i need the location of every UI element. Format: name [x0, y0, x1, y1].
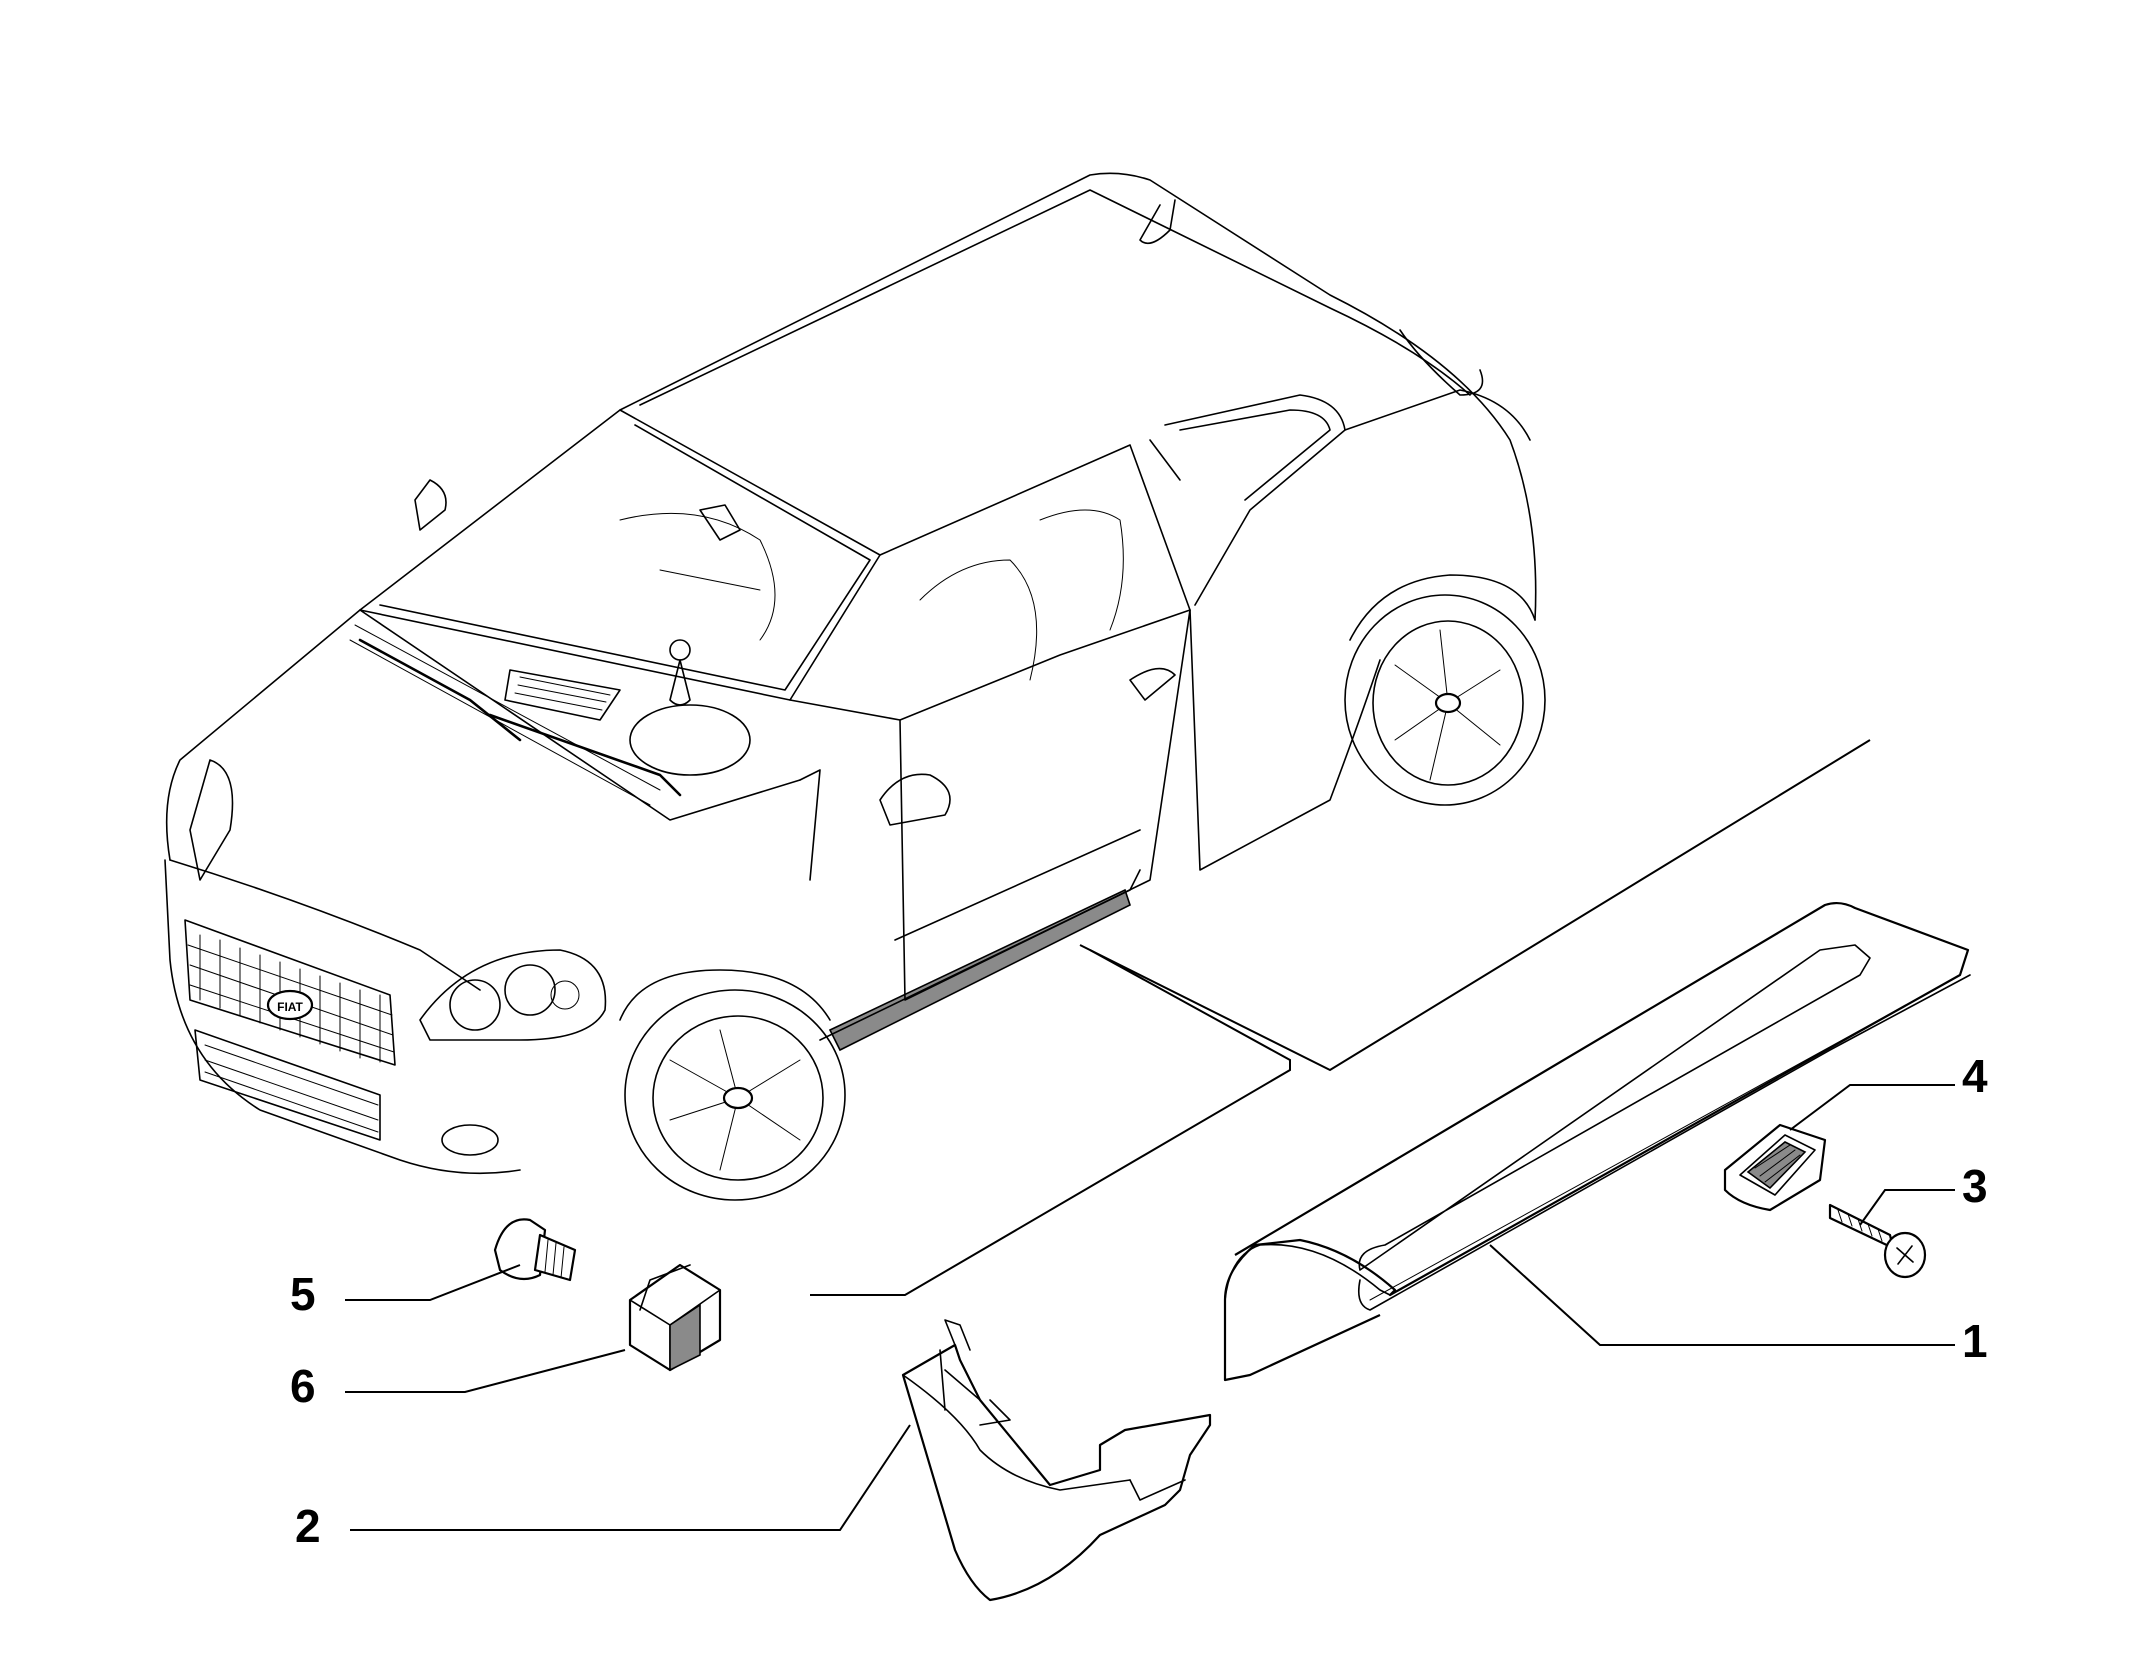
leader-lines: [345, 1084, 1955, 1531]
callout-2: 2: [295, 1500, 321, 1552]
fiat-logo-icon: [266, 989, 314, 1021]
callout-3: 3: [1962, 1160, 1988, 1212]
sill-trim: [1223, 901, 1971, 1382]
car-illustration: FIAT: [164, 172, 1546, 1201]
screw: [1828, 1203, 1927, 1279]
logo-text: FIAT: [277, 1000, 303, 1014]
mud-flap: [901, 1319, 1212, 1602]
callout-6: 6: [290, 1360, 316, 1412]
rubber-plug: [628, 1263, 722, 1372]
assembly-lines: [810, 739, 1871, 1296]
callout-1: 1: [1962, 1315, 1988, 1367]
bolt: [493, 1218, 577, 1282]
callout-4: 4: [1962, 1050, 1988, 1102]
callout-5: 5: [290, 1268, 316, 1320]
retaining-clip: [1723, 1123, 1827, 1212]
callout-labels: 1 2 3 4 5 6: [290, 1050, 1988, 1552]
